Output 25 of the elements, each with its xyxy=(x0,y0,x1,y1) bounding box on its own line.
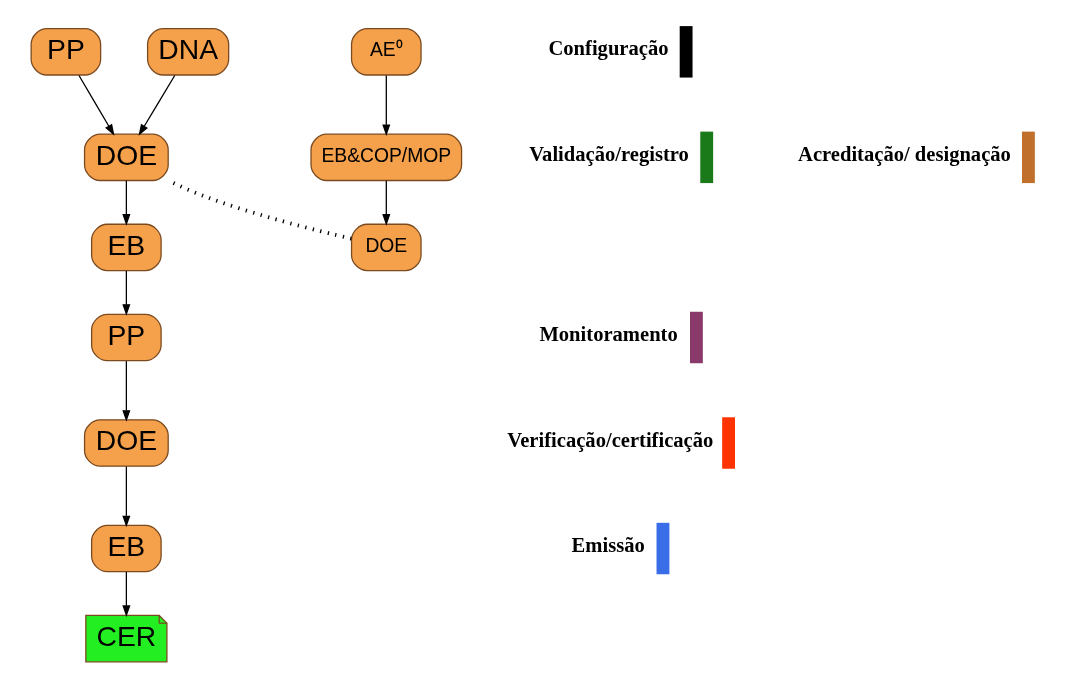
node-box: DOE xyxy=(83,133,169,182)
arrow xyxy=(138,74,175,136)
node-box: DNA xyxy=(146,28,229,76)
legend-label: Validação/registro xyxy=(528,142,689,165)
legend-label: Acreditação/ designação xyxy=(797,142,1011,165)
arrow xyxy=(121,270,130,316)
arrow xyxy=(77,74,114,136)
node-box: EB xyxy=(90,223,162,272)
node-box: DOE xyxy=(83,419,169,467)
legend-label: Monitoramento xyxy=(538,323,678,346)
legend-label: Emissão xyxy=(571,534,645,557)
arrow xyxy=(121,180,130,226)
node-box: PP xyxy=(90,313,162,362)
legend-label: Verificação/certificação xyxy=(506,428,713,451)
node-box: AE⁰ xyxy=(350,28,422,76)
legend-label: Configuração xyxy=(547,37,668,60)
node-box: EB xyxy=(90,524,162,573)
node-box: PP xyxy=(30,28,101,76)
node-box: DOE xyxy=(350,223,422,272)
node-box: EB&COP/MOP xyxy=(309,133,462,182)
arrow xyxy=(121,466,130,528)
arrow xyxy=(381,74,390,137)
arrow xyxy=(121,360,130,422)
arrow xyxy=(121,571,130,617)
arrow xyxy=(381,180,390,226)
